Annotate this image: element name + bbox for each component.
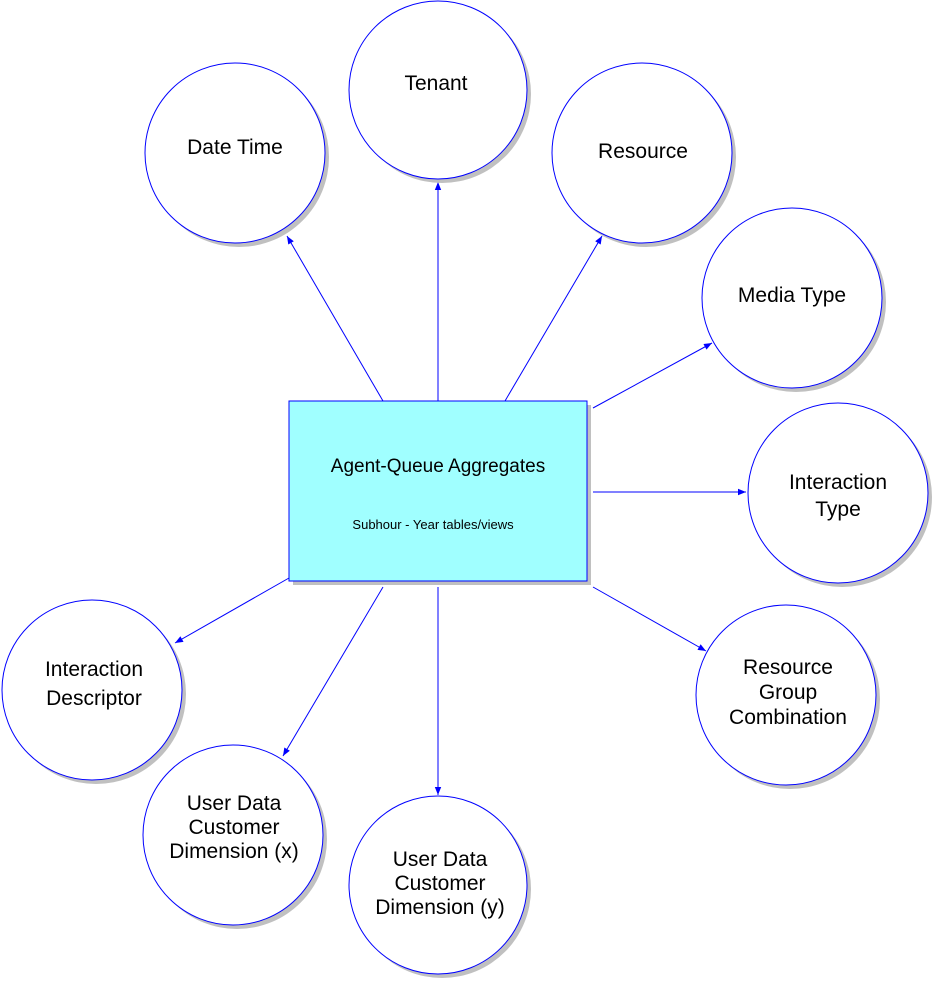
svg-text:Group: Group bbox=[759, 681, 817, 704]
dimension-interaction-descriptor[interactable]: Interaction Descriptor bbox=[1, 599, 186, 784]
svg-text:Descriptor: Descriptor bbox=[46, 687, 142, 710]
label: Resource bbox=[743, 656, 833, 679]
label: Dimension (y) bbox=[375, 896, 505, 919]
dimension-interaction-type[interactable]: Interaction Type bbox=[747, 402, 932, 587]
svg-text:Resource: Resource bbox=[598, 140, 688, 163]
label: Type bbox=[815, 498, 861, 521]
edge-user-data-x bbox=[282, 586, 384, 757]
dimension-tenant[interactable]: Tenant bbox=[348, 0, 531, 183]
edge-media-type bbox=[592, 342, 713, 409]
label: Tenant bbox=[404, 72, 467, 95]
label: Resource bbox=[598, 140, 688, 163]
fact-title: Agent-Queue Aggregates bbox=[331, 456, 545, 477]
label: Descriptor bbox=[46, 687, 142, 710]
svg-text:Tenant: Tenant bbox=[404, 72, 467, 95]
dimension-resource-group-combination[interactable]: Resource Group Combination bbox=[695, 604, 880, 789]
svg-text:Type: Type bbox=[815, 498, 861, 521]
edges bbox=[174, 182, 746, 795]
svg-text:User Data: User Data bbox=[187, 792, 282, 815]
label: Customer bbox=[188, 816, 279, 839]
label: Customer bbox=[394, 872, 485, 895]
fact-subtitle: Subhour - Year tables/views bbox=[352, 517, 514, 532]
svg-text:Interaction: Interaction bbox=[789, 471, 887, 494]
edge-date-time bbox=[286, 235, 384, 402]
svg-text:Media Type: Media Type bbox=[738, 284, 846, 307]
label: Media Type bbox=[738, 284, 846, 307]
label: Combination bbox=[729, 706, 847, 729]
label: Group bbox=[759, 681, 817, 704]
dimension-media-type[interactable]: Media Type bbox=[701, 207, 886, 392]
dimension-resource[interactable]: Resource bbox=[551, 62, 736, 247]
dimension-user-data-customer-x[interactable]: User Data Customer Dimension (x) bbox=[142, 744, 327, 929]
edge-resource bbox=[504, 235, 603, 402]
svg-text:Resource: Resource bbox=[743, 656, 833, 679]
svg-text:User Data: User Data bbox=[393, 848, 488, 871]
svg-text:Customer: Customer bbox=[394, 872, 485, 895]
svg-text:Dimension (y): Dimension (y) bbox=[375, 896, 505, 919]
label: Interaction bbox=[789, 471, 887, 494]
svg-text:Interaction: Interaction bbox=[45, 658, 143, 681]
label: Interaction bbox=[45, 658, 143, 681]
svg-text:Dimension (x): Dimension (x) bbox=[169, 840, 299, 863]
edge-interaction-descriptor bbox=[174, 577, 290, 644]
svg-text:Date Time: Date Time bbox=[187, 136, 283, 159]
svg-text:Customer: Customer bbox=[188, 816, 279, 839]
label: User Data bbox=[393, 848, 488, 871]
label: User Data bbox=[187, 792, 282, 815]
svg-text:Combination: Combination bbox=[729, 706, 847, 729]
label: Dimension (x) bbox=[169, 840, 299, 863]
label: Date Time bbox=[187, 136, 283, 159]
dimension-date-time[interactable]: Date Time bbox=[144, 62, 329, 247]
dimension-user-data-customer-y[interactable]: User Data Customer Dimension (y) bbox=[348, 795, 531, 978]
edge-resource-group-combination bbox=[592, 586, 707, 652]
fact-table-agent-queue-aggregates[interactable]: Agent-Queue Aggregates Subhour - Year ta… bbox=[288, 400, 591, 585]
